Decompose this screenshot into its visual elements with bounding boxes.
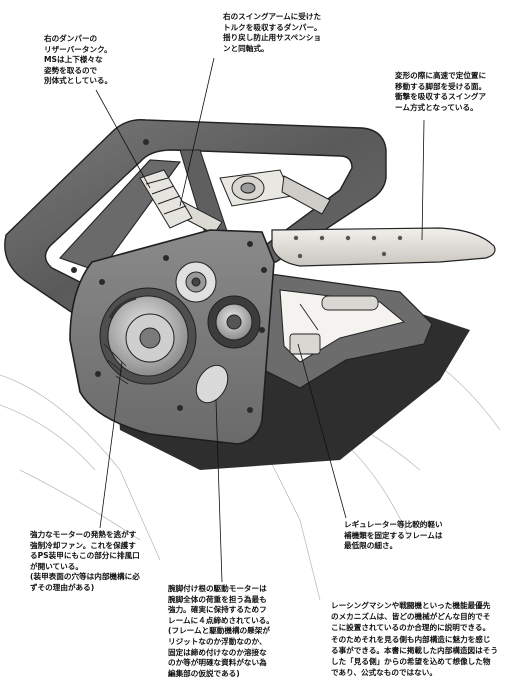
- note-line: 右のダンパーの: [44, 34, 98, 43]
- note-line: 補機類を固定するフレームは: [344, 530, 443, 540]
- cooling-fan: [103, 343, 129, 385]
- note-line: (装甲表面の穴等は内部機構に必: [30, 572, 140, 582]
- outer-frame: [4, 119, 387, 320]
- note-line: リジットなのか浮動なのか、: [168, 636, 267, 646]
- drive-motor: [99, 287, 197, 385]
- note-line: ずその理由がある): [30, 582, 95, 592]
- note-line: レームに４点締めされている。: [168, 615, 274, 625]
- annotation-regulator-frame: レギュレーター等比較的軽い 補機類を固定するフレームは 最低限の細さ。: [344, 520, 443, 552]
- annotation-reservoir-tank: 右のダンパーの リザーバータンク。 MSは上下様々な 姿勢を取るので 別体式とし…: [44, 34, 112, 87]
- swing-arm: [271, 227, 496, 267]
- note-line: るPS装甲にもこの部分に排風口: [30, 551, 140, 561]
- note-line: 姿勢を取るので: [44, 65, 98, 75]
- note-line: こに設置されているのか合理的に説明できる。: [331, 623, 491, 633]
- note-line: 編集部の仮説である): [168, 668, 240, 678]
- note-line: が開いている。: [30, 561, 83, 571]
- annotation-swing-arm: 変形の際に高速で定位置に 移動する脚部を受ける面。 衝撃を吸収するスイングア ー…: [395, 71, 486, 113]
- note-line: 強制冷却ファン。これを保護す: [30, 540, 136, 550]
- note-line: 変形の際に高速で定位置に: [395, 71, 487, 80]
- disclaimer-text: レーシングマシンや戦闘機といった機能最優先 のメカニズムは、皆どの機械がどんな目…: [331, 600, 498, 678]
- reservoir-tank: [139, 169, 193, 229]
- note-line: 別体式としている。: [44, 76, 113, 86]
- note-line: レギュレーター等比較的軽い: [344, 520, 443, 529]
- note-line: であり、公式なものではない。: [331, 668, 437, 678]
- upper-gear: [175, 261, 217, 303]
- note-line: ンと同軸式。: [223, 43, 269, 53]
- hub: [207, 295, 261, 349]
- leader-lines: [95, 57, 425, 583]
- note-line: トルクを吸収するダンパー。: [223, 22, 322, 32]
- note-line: ーム方式となっている。: [395, 102, 478, 112]
- note-line: した「見る側」からの希望を込めて想像した物: [331, 657, 491, 667]
- plate-bolts: [71, 139, 267, 413]
- note-line: 強力なモーターの発熱を逃がす: [30, 530, 137, 539]
- note-line: のメカニズムは、皆どの機械がどんな目的でそ: [331, 612, 491, 622]
- note-line: 強力。確実に保持するためフ: [168, 605, 267, 615]
- note-line: 揺り戻し防止用サスペンショ: [223, 33, 322, 43]
- note-line: のか等が明確な資料がない為: [168, 658, 267, 668]
- annotation-damper: 右のスイングアームに受けた トルクを吸収するダンパー。 揺り戻し防止用サスペンシ…: [223, 12, 322, 54]
- lower-capsule: [195, 364, 229, 404]
- note-line: 固定は締め付けなのか溶接な: [168, 647, 267, 657]
- note-line: 腕脚全体の荷重を担う為最も: [168, 594, 267, 604]
- regulator-parts: [289, 295, 379, 355]
- note-line: 衝撃を吸収するスイングア: [395, 92, 487, 102]
- note-line: 移動する脚部を受ける面。: [395, 81, 487, 91]
- note-line: MSは上下様々な: [44, 55, 103, 65]
- annotation-cooling-fan: 強力なモーターの発熱を逃がす 強制冷却ファン。これを保護す るPS装甲にもこの部…: [30, 530, 140, 594]
- note-line: そのためそれを見る側も内部構造に魅力を感じ: [331, 634, 491, 644]
- note-line: リザーバータンク。: [44, 44, 112, 54]
- note-line: る事ができる。本書に掲載した内部構造図はそう: [331, 645, 498, 655]
- note-line: 右のスイングアームに受けた: [223, 12, 322, 21]
- note-line: 腕脚付け根の駆動モーターは: [168, 584, 267, 593]
- swing-arm-bolts: [293, 235, 403, 259]
- annotation-drive-motor: 腕脚付け根の駆動モーターは 腕脚全体の荷重を担う為最も 強力。確実に保持するため…: [168, 584, 274, 679]
- note-line: (フレームと駆動機構の懸架が: [168, 626, 270, 636]
- note-line: レーシングマシンや戦闘機といった機能最優先: [331, 601, 491, 610]
- note-line: 最低限の細さ。: [344, 541, 398, 551]
